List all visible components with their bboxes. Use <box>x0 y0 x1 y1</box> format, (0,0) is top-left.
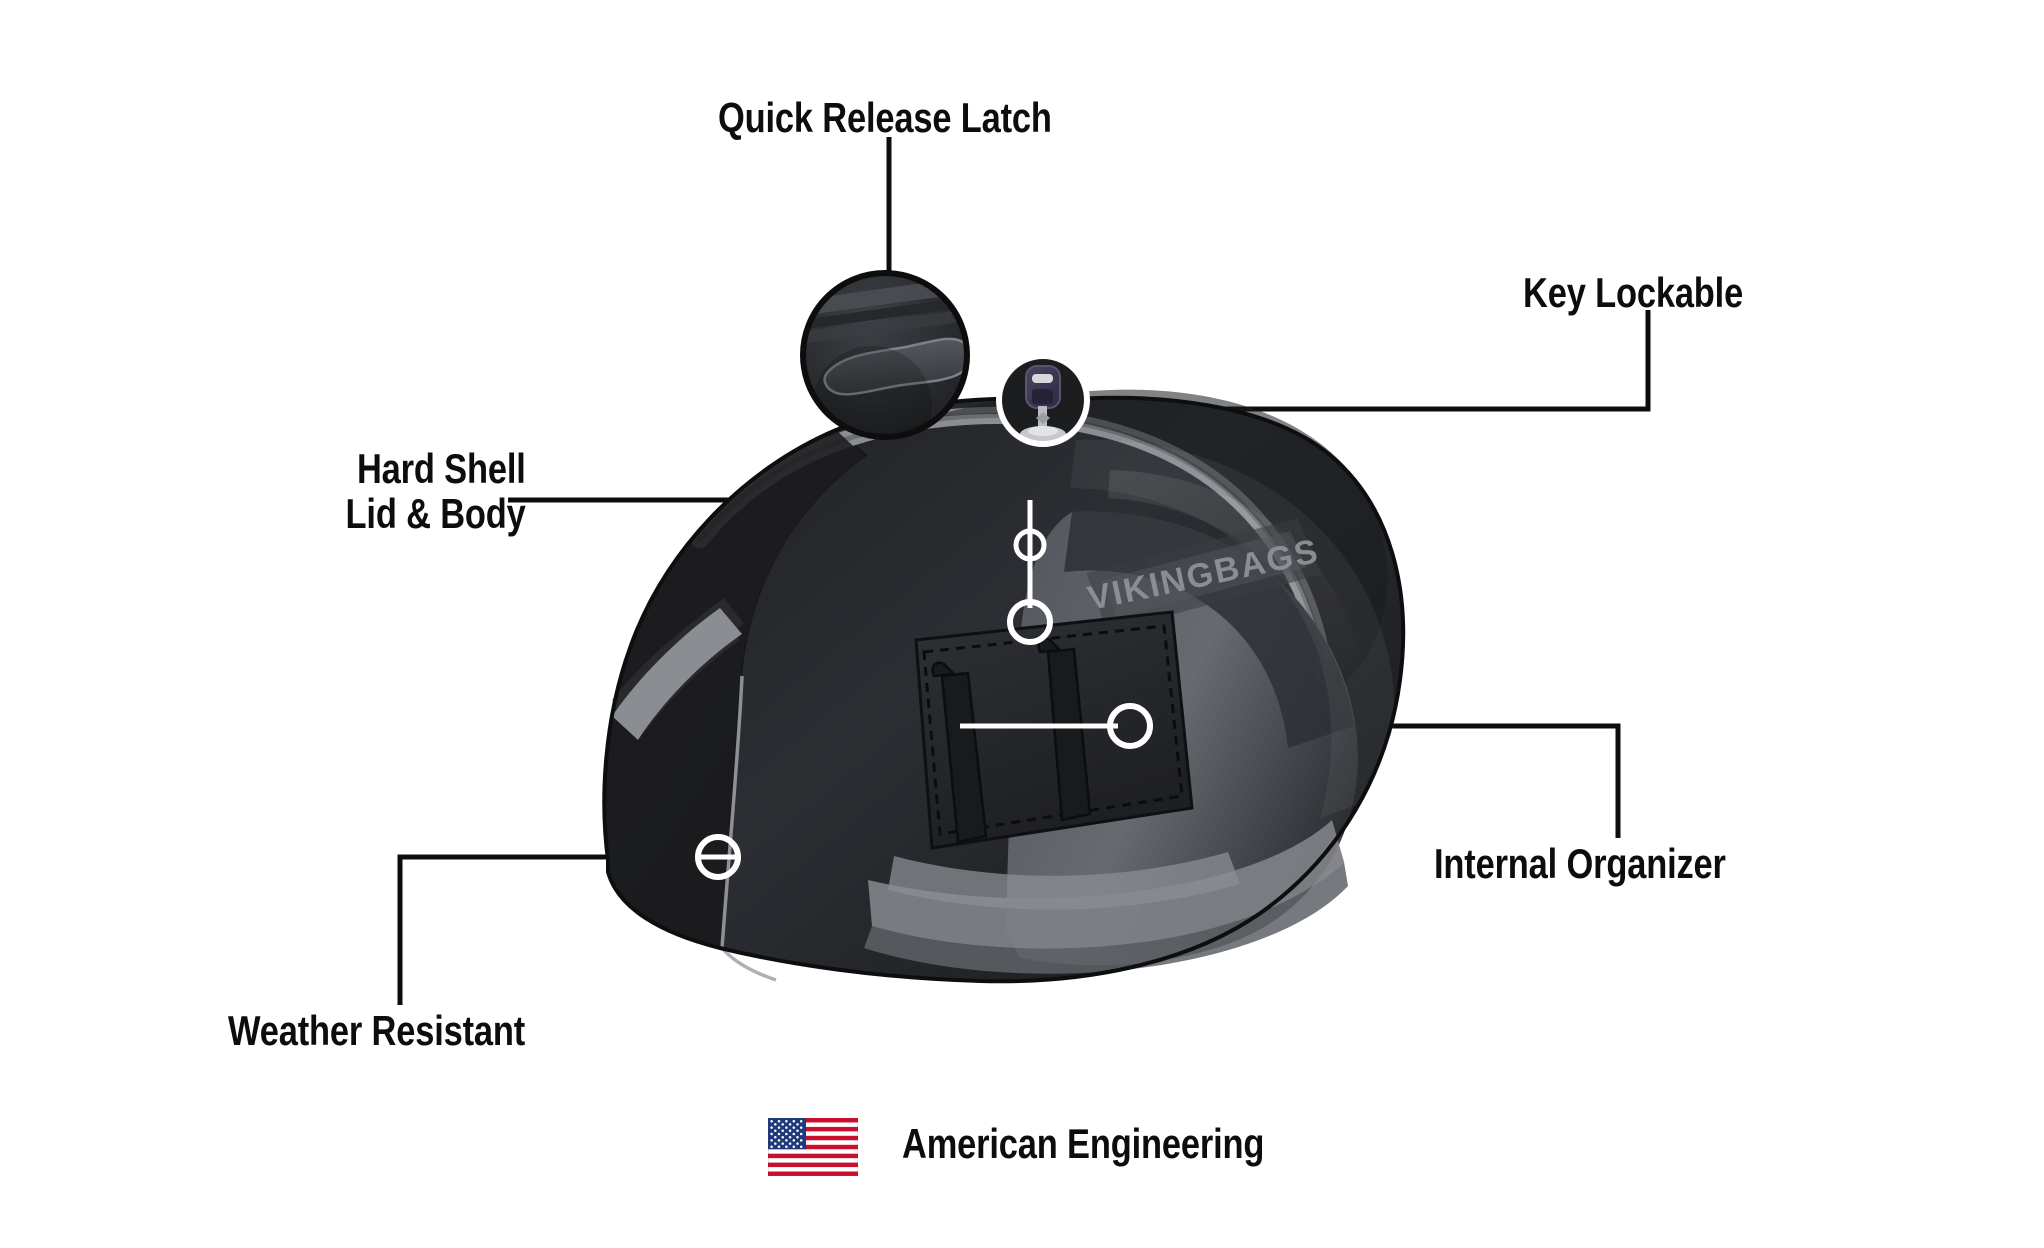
inset-seam-line <box>803 296 967 330</box>
callout-label-key-lockable: Key Lockable <box>1523 269 1744 316</box>
marker-hard-shell-small[interactable] <box>1013 528 1047 562</box>
strap-left <box>940 671 988 844</box>
callout-label-hard-shell-lid-body: Hard Shell Lid & Body <box>345 445 526 537</box>
key-icon <box>1020 365 1066 442</box>
bag-outline <box>602 395 1406 984</box>
bag-bottom-bumper <box>868 820 1344 949</box>
inset-ring <box>800 270 970 440</box>
bag-edge-piping <box>720 675 777 982</box>
bag-left-trim <box>612 608 742 740</box>
callout-markers <box>695 528 1153 880</box>
leader-key-lockable <box>1088 310 1651 412</box>
callout-label-internal-organizer: Internal Organizer <box>1434 840 1726 887</box>
logo-plate-bg <box>1086 518 1323 633</box>
bag-gloss-wash <box>1070 439 1395 818</box>
key-inset-ring <box>996 353 1090 447</box>
quick-release-latch-inset[interactable] <box>800 270 975 466</box>
pocket-straps <box>931 637 1092 844</box>
marker-weather-resistant[interactable] <box>695 834 741 880</box>
american-engineering-label: American Engineering <box>902 1120 1265 1167</box>
bag-left-mass <box>604 430 864 948</box>
flag-stars <box>770 1119 803 1149</box>
saddlebag-body: VIKINGBAGS <box>602 389 1406 984</box>
pocket-stitching <box>922 624 1184 836</box>
strap-left-loop <box>931 661 957 678</box>
logo-plate-inner <box>1102 530 1307 618</box>
key-lockable-inset[interactable] <box>996 353 1090 447</box>
callout-label-quick-release-latch: Quick Release Latch <box>718 94 1052 141</box>
strap-right <box>1046 647 1092 822</box>
bag-bottom-bumper-shadow <box>864 862 1348 974</box>
us-flag-icon <box>768 1118 858 1176</box>
bag-bottom-bumper-hi <box>888 852 1240 910</box>
callout-label-weather-resistant: Weather Resistant <box>228 1007 526 1054</box>
inset-latch-handle <box>823 337 967 396</box>
marker-hard-shell-large[interactable] <box>1007 599 1053 645</box>
bag-right-gloss <box>1108 470 1364 730</box>
leader-lines-white <box>700 500 1118 860</box>
marker-internal-organizer[interactable] <box>1107 703 1153 749</box>
bag-lid-shadow <box>930 389 1388 690</box>
flag-stripes <box>768 1118 858 1176</box>
